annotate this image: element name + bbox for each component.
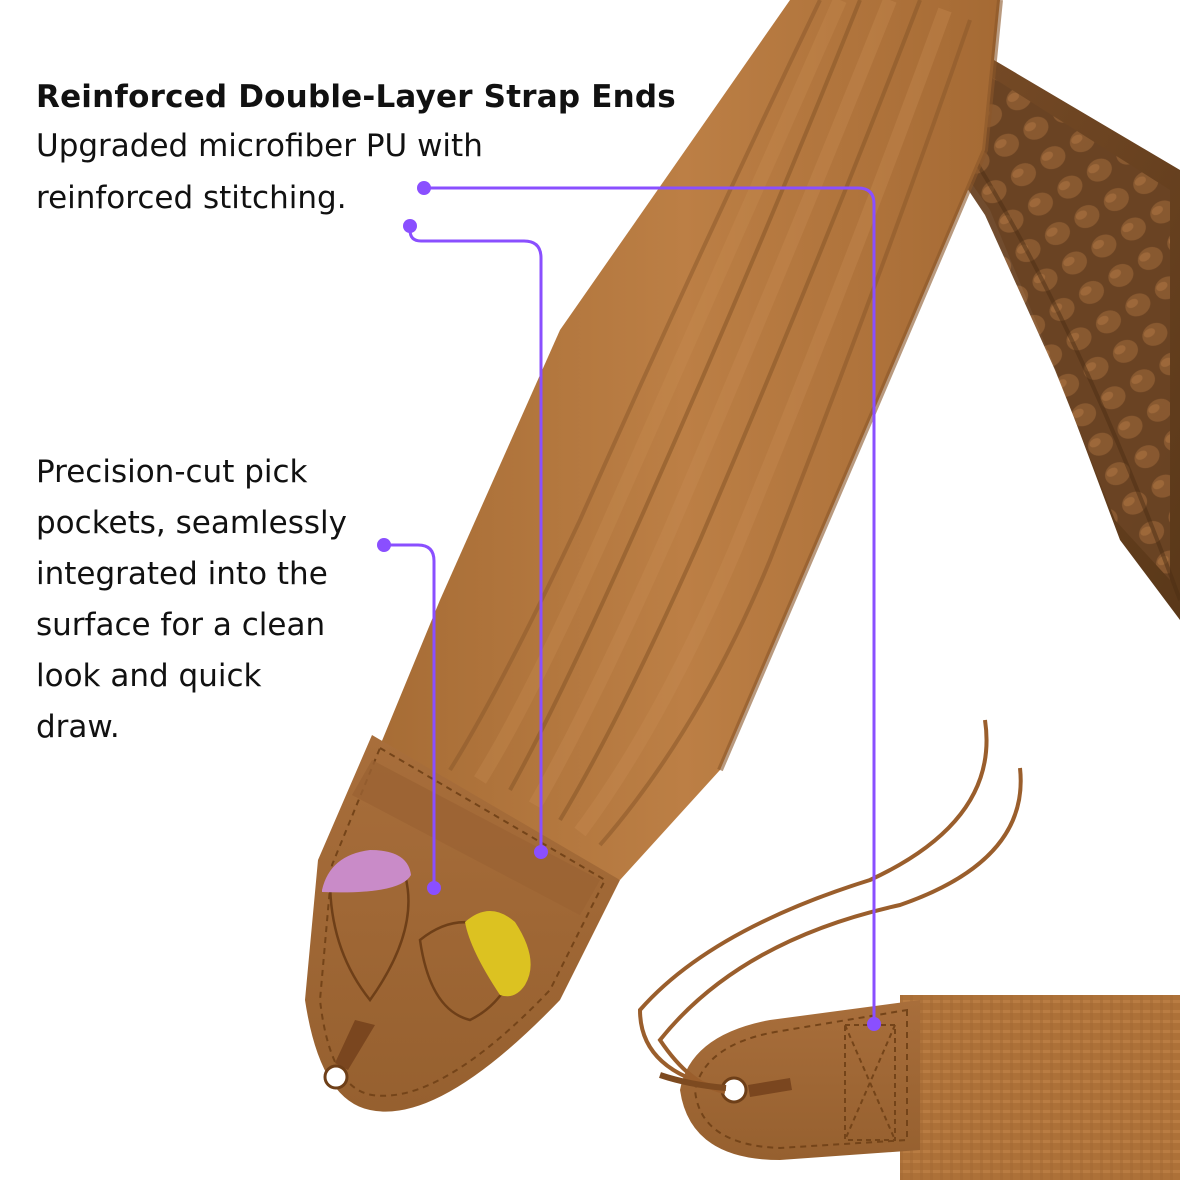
strap-underside bbox=[900, 40, 1180, 620]
callout-line: pockets, seamlessly bbox=[36, 505, 347, 541]
leader-dot-icon bbox=[867, 1017, 881, 1031]
callout-line: Precision-cut pick bbox=[36, 454, 308, 490]
leather-strap-end bbox=[305, 735, 620, 1112]
callout-body: Upgraded microfiber PU with reinforced s… bbox=[36, 120, 736, 224]
callout-line: Upgraded microfiber PU with bbox=[36, 128, 483, 164]
leader-dot-icon bbox=[427, 881, 441, 895]
callout-pick-pockets: Precision-cut pick pockets, seamlessly i… bbox=[36, 447, 396, 753]
callout-line: surface for a clean bbox=[36, 607, 326, 643]
pink-guitar-pick bbox=[322, 850, 411, 893]
callout-line: reinforced stitching. bbox=[36, 180, 347, 216]
canvas-strap-tail bbox=[637, 719, 1180, 1180]
callout-heading: Reinforced Double-Layer Strap Ends bbox=[36, 79, 676, 115]
leader-dot-icon bbox=[403, 219, 417, 233]
leader-dot-icon bbox=[377, 538, 391, 552]
yellow-guitar-pick bbox=[465, 911, 531, 997]
leader-lines bbox=[382, 186, 876, 1026]
callout-line: integrated into the bbox=[36, 556, 328, 592]
callout-strap-ends: Reinforced Double-Layer Strap Ends Upgra… bbox=[36, 74, 736, 224]
leader-dot-icon bbox=[417, 181, 431, 195]
callout-line: draw. bbox=[36, 709, 120, 745]
callout-line: look and quick bbox=[36, 658, 262, 694]
leader-dot-icon bbox=[534, 845, 548, 859]
leader-dots bbox=[377, 181, 881, 1031]
padded-strap bbox=[370, 0, 1003, 880]
